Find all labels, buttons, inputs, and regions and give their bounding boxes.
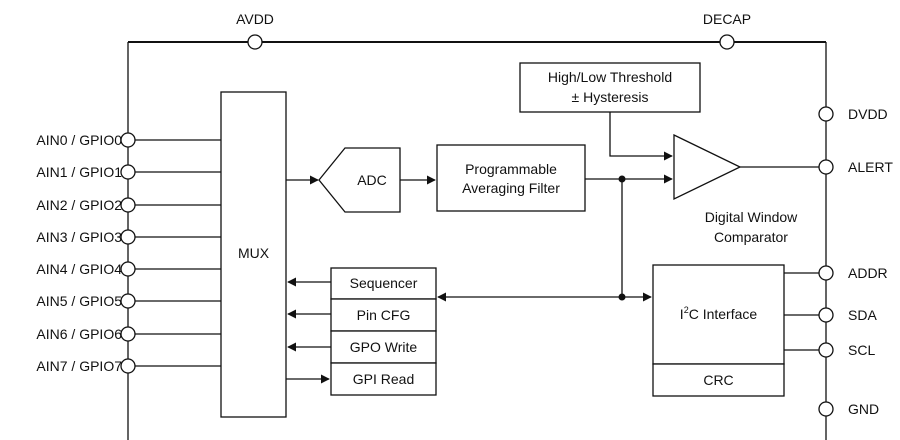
i2c-interface-label: I2C Interface (680, 305, 758, 322)
threshold-to-comparator-arrow (609, 112, 673, 161)
pin-ain4-label: AIN4 / GPIO4 (36, 261, 122, 277)
i2c-suffix: C Interface (689, 306, 758, 322)
gpi-read-block: GPI Read (330, 362, 437, 396)
comparator-label-line1: Digital Window (705, 209, 798, 225)
sequencer-block: Sequencer (330, 267, 437, 300)
crc-block: CRC (652, 363, 785, 397)
pin-ain7: AIN7 / GPIO7 (36, 358, 221, 374)
filter-label-line1: Programmable (465, 161, 557, 177)
pin-ain2: AIN2 / GPIO2 (36, 197, 221, 213)
pin-ain0-label: AIN0 / GPIO0 (36, 132, 122, 148)
pin-scl: SCL (818, 342, 875, 358)
crc-label: CRC (703, 372, 733, 388)
pin-sda: SDA (818, 307, 877, 323)
mux-label: MUX (238, 245, 270, 261)
pin-ain5: AIN5 / GPIO5 (36, 293, 221, 309)
pin-gnd: GND (818, 401, 879, 417)
pin-dvdd: DVDD (818, 106, 888, 122)
threshold-block: High/Low Threshold ± Hysteresis (519, 62, 701, 113)
filter-label-line2: Averaging Filter (462, 180, 560, 196)
pin-ain0: AIN0 / GPIO0 (36, 132, 221, 148)
comparator-block: Digital Window Comparator (673, 133, 798, 245)
pin-avdd: AVDD (236, 11, 274, 50)
mux-block: MUX (220, 91, 287, 418)
pin-scl-label: SCL (848, 342, 875, 358)
gpo-write-label: GPO Write (350, 339, 418, 355)
pin-ain2-label: AIN2 / GPIO2 (36, 197, 122, 213)
pin-ain4: AIN4 / GPIO4 (36, 261, 221, 277)
pin-ain3: AIN3 / GPIO3 (36, 229, 221, 245)
adc-block: ADC (318, 147, 401, 213)
pin-ain7-label: AIN7 / GPIO7 (36, 358, 122, 374)
pin-ain5-label: AIN5 / GPIO5 (36, 293, 122, 309)
pin-decap-label: DECAP (703, 11, 751, 27)
pin-addr: ADDR (818, 265, 888, 281)
i2c-prefix: I (680, 306, 684, 322)
pin-ain1-label: AIN1 / GPIO1 (36, 164, 122, 180)
left-pin-group: AIN0 / GPIO0 AIN1 / GPIO1 AIN2 / GPIO2 A… (36, 132, 221, 374)
i2c-superscript: 2 (684, 305, 689, 315)
sequencer-label: Sequencer (350, 275, 418, 291)
i2c-interface-block: I2C Interface (652, 264, 785, 365)
pin-ain1: AIN1 / GPIO1 (36, 164, 221, 180)
gpi-read-label: GPI Read (353, 371, 414, 387)
adc-label: ADC (357, 172, 387, 188)
pin-cfg-block: Pin CFG (330, 298, 437, 332)
pin-ain6: AIN6 / GPIO6 (36, 326, 221, 342)
pin-ain3-label: AIN3 / GPIO3 (36, 229, 122, 245)
threshold-label-line2: ± Hysteresis (572, 89, 649, 105)
pin-sda-label: SDA (848, 307, 877, 323)
averaging-filter-block: Programmable Averaging Filter (436, 144, 586, 212)
pin-alert-label: ALERT (848, 159, 893, 175)
gpo-write-block: GPO Write (330, 330, 437, 364)
pin-ain6-label: AIN6 / GPIO6 (36, 326, 122, 342)
pin-alert: ALERT (818, 159, 893, 175)
comparator-label-line2: Comparator (714, 229, 788, 245)
pin-gnd-label: GND (848, 401, 879, 417)
pin-cfg-label: Pin CFG (357, 307, 411, 323)
pin-decap: DECAP (703, 11, 751, 50)
pin-avdd-label: AVDD (236, 11, 274, 27)
pin-addr-label: ADDR (848, 265, 888, 281)
pin-dvdd-label: DVDD (848, 106, 888, 122)
threshold-label-line1: High/Low Threshold (548, 69, 672, 85)
